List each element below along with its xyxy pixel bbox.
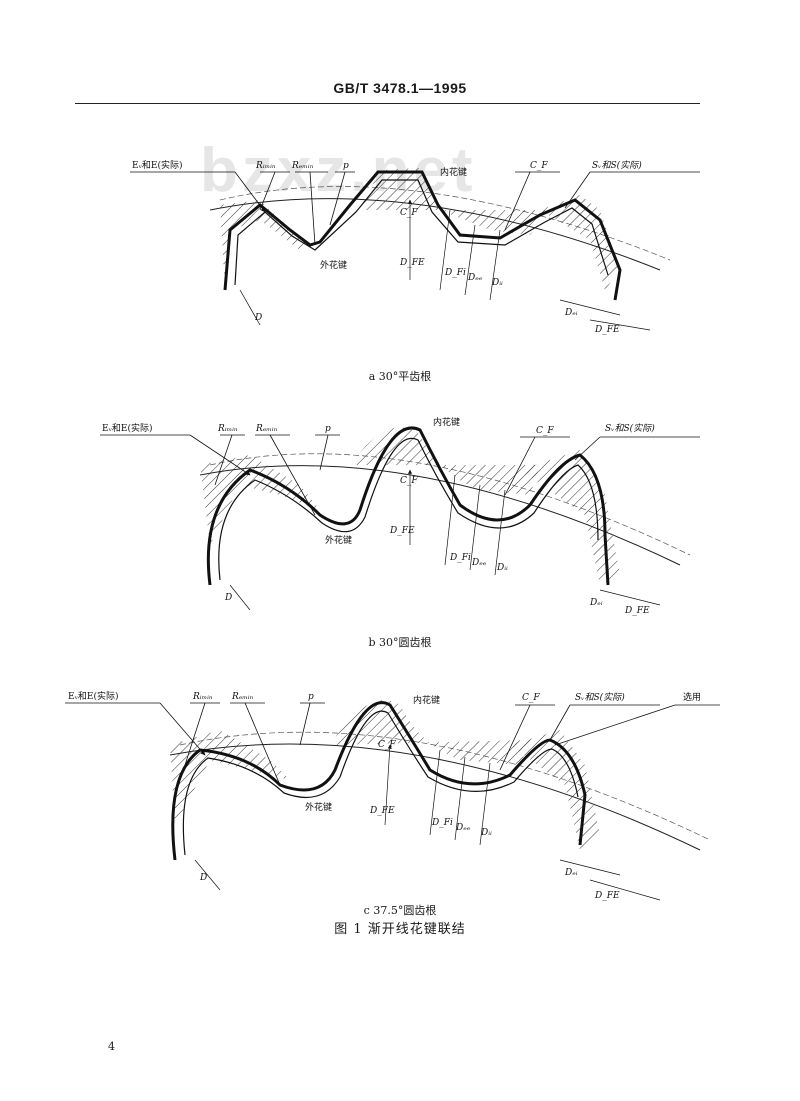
label-ev: Eᵥ和E(实际) — [102, 422, 153, 434]
figure-c: Eᵥ和E(实际) Rᵢₘᵢₙ Rₑₘᵢₙ p 内花键 外花键 C_F Sᵥ和S(… — [60, 685, 760, 910]
label-dfe2: D_FE — [624, 606, 650, 616]
label-internal: 内花键 — [440, 166, 467, 178]
label-sv: Sᵥ和S(实际) — [605, 423, 655, 434]
label-dfe: D_FE — [389, 526, 415, 536]
figure-a: Eᵥ和E(实际) Rᵢₘᵢₙ Rₑₘᵢₙ p 内花键 外花键 C_F Sᵥ和S(… — [60, 150, 760, 350]
label-external: 外花键 — [305, 801, 332, 813]
label-dei: Dₑᵢ — [564, 308, 578, 318]
label-remin: Rₑₘᵢₙ — [231, 692, 254, 702]
label-dee: Dₑₑ — [455, 823, 471, 833]
label-dfi: D_Fi — [449, 553, 471, 563]
label-dei: Dₑᵢ — [589, 598, 603, 608]
label-dfe2: D_FE — [594, 325, 620, 335]
label-ev: Eᵥ和E(实际) — [68, 690, 119, 702]
label-dfi: D_Fi — [431, 818, 453, 828]
label-rimin: Rᵢₘᵢₙ — [255, 161, 276, 171]
label-rimin: Rᵢₘᵢₙ — [192, 692, 213, 702]
label-ev: Eᵥ和E(实际) — [132, 159, 183, 171]
label-dei: Dₑᵢ — [564, 868, 578, 878]
figure-b: Eᵥ和E(实际) Rᵢₘᵢₙ Rₑₘᵢₙ p 内花键 外花键 C_F Sᵥ和S(… — [60, 415, 760, 620]
label-cf: C_F — [522, 693, 540, 703]
label-p: p — [343, 161, 349, 171]
label-dfe: D_FE — [369, 806, 395, 816]
label-dee: Dₑₑ — [467, 273, 483, 283]
label-cf: C_F — [536, 426, 554, 436]
label-d: D — [224, 593, 232, 603]
label-dfi: D_Fi — [444, 268, 466, 278]
figure-b-drawing: Eᵥ和E(实际) Rᵢₘᵢₙ Rₑₘᵢₙ p 内花键 外花键 C_F Sᵥ和S(… — [100, 416, 700, 616]
label-internal: 内花键 — [413, 694, 440, 706]
standard-header: GB/T 3478.1—1995 — [333, 80, 467, 96]
label-dii: Dᵢᵢ — [496, 563, 508, 573]
sub-caption-a: a 30°平齿根 — [368, 370, 432, 383]
label-dfe: D_FE — [399, 258, 425, 268]
label-d: D — [254, 313, 262, 323]
label-optional: 选用 — [683, 691, 701, 703]
label-cf: C_F — [530, 161, 548, 171]
label-remin: Rₑₘᵢₙ — [291, 161, 314, 171]
label-dii: Dᵢᵢ — [480, 828, 492, 838]
figure-a-drawing: Eᵥ和E(实际) Rᵢₘᵢₙ Rₑₘᵢₙ p 内花键 外花键 C_F Sᵥ和S(… — [130, 159, 700, 335]
label-sv: Sᵥ和S(实际) — [575, 692, 625, 703]
sub-caption-c: c 37.5°圆齿根 — [363, 904, 437, 917]
sub-caption-b: b 30°圆齿根 — [368, 636, 432, 649]
label-cf-small: C_F — [378, 740, 396, 750]
label-cf-small: C_F — [400, 208, 418, 218]
label-internal: 内花键 — [433, 416, 460, 428]
label-dee: Dₑₑ — [471, 558, 487, 568]
label-rimin: Rᵢₘᵢₙ — [217, 424, 238, 434]
label-external: 外花键 — [320, 259, 347, 271]
label-p: p — [308, 692, 314, 702]
label-sv: Sᵥ和S(实际) — [592, 160, 642, 171]
label-dii: Dᵢᵢ — [491, 278, 503, 288]
label-external: 外花键 — [325, 534, 352, 546]
label-remin: Rₑₘᵢₙ — [255, 424, 278, 434]
label-dfe2: D_FE — [594, 891, 620, 901]
header-rule — [75, 103, 700, 104]
page-number: 4 — [108, 1040, 115, 1053]
figure-caption: 图 1 渐开线花键联结 — [334, 922, 466, 937]
label-p: p — [325, 424, 331, 434]
figure-c-drawing: Eᵥ和E(实际) Rᵢₘᵢₙ Rₑₘᵢₙ p 内花键 外花键 C_F Sᵥ和S(… — [65, 690, 720, 901]
label-d: D — [199, 873, 207, 883]
label-cf-small: C_F — [400, 476, 418, 486]
